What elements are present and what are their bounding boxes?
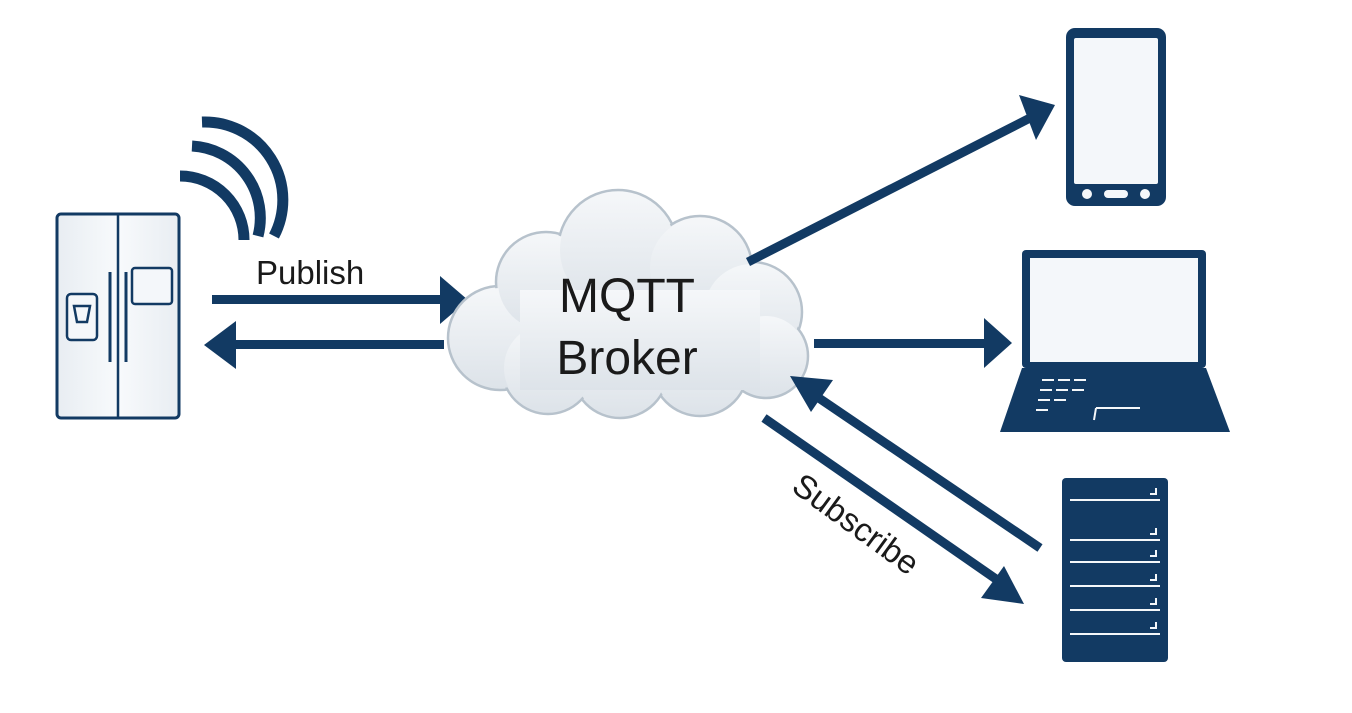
broker-title-line1: MQTT [559, 270, 695, 323]
arrow-to-server [761, 414, 1024, 604]
arrow-to-laptop [814, 318, 1012, 368]
laptop-icon [1000, 250, 1230, 432]
arrow-from-server [790, 376, 1043, 552]
mqtt-broker-cloud: MQTT Broker [446, 188, 810, 420]
wifi-signal-icon [179, 116, 289, 241]
smartphone-icon [1066, 28, 1166, 206]
broker-title-line2: Broker [556, 332, 697, 385]
arrow-to-smartphone [745, 95, 1055, 267]
return-arrow [204, 321, 444, 369]
publish-label: Publish [256, 254, 364, 291]
refrigerator-icon [55, 212, 181, 420]
publish-arrow [212, 276, 468, 324]
server-icon [1062, 478, 1168, 662]
